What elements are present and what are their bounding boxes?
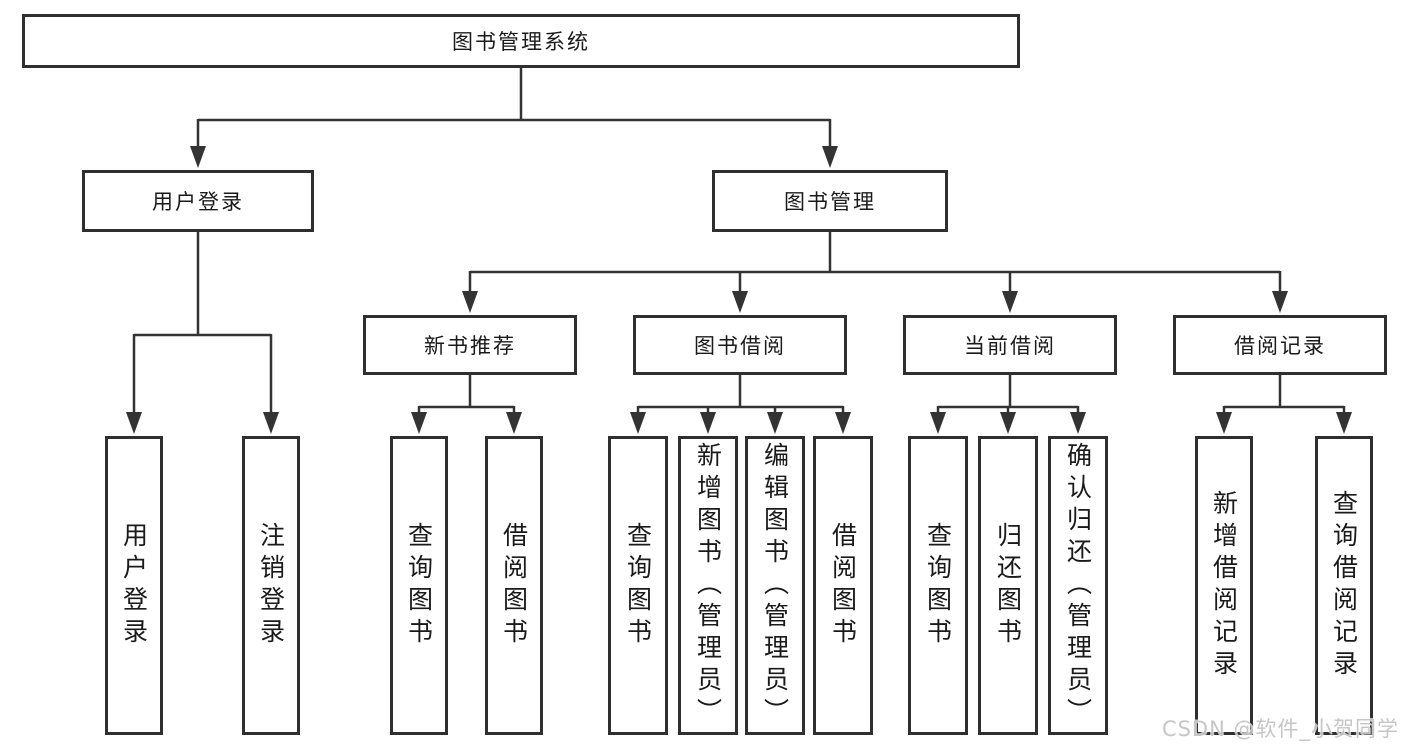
leaf-edit-book-admin: 编辑图书（管理员） [745,436,805,735]
node-current-borrow: 当前借阅 [903,315,1117,375]
leaf-confirm-return-admin: 确认归还（管理员） [1048,436,1108,735]
watermark: CSDN @软件_小贺同学 [1161,717,1399,741]
node-user-login: 用户登录 [82,170,314,232]
leaf-return-book: 归还图书 [978,436,1038,735]
leaf-borrow-books: 借阅图书 [813,436,873,735]
node-borrow-record: 借阅记录 [1173,315,1387,375]
leaf-query-books-borrow: 查询图书 [608,436,668,735]
leaf-add-book-admin: 新增图书（管理员） [678,436,738,735]
leaf-logout: 注销登录 [242,436,300,735]
arrow-down-icons [126,146,1352,434]
node-book-borrow: 图书借阅 [633,315,847,375]
leaf-borrow-books-recommend: 借阅图书 [485,436,543,735]
node-new-book-recommend: 新书推荐 [363,315,577,375]
node-library-system: 图书管理系统 [22,14,1020,68]
node-book-management: 图书管理 [712,170,948,232]
leaf-query-books-current: 查询图书 [908,436,968,735]
connector-lines [132,66,1346,416]
leaf-add-borrow-record: 新增借阅记录 [1195,436,1253,735]
leaf-query-books-recommend: 查询图书 [390,436,448,735]
leaf-user-login: 用户登录 [105,436,163,735]
leaf-query-borrow-record: 查询借阅记录 [1315,436,1373,735]
